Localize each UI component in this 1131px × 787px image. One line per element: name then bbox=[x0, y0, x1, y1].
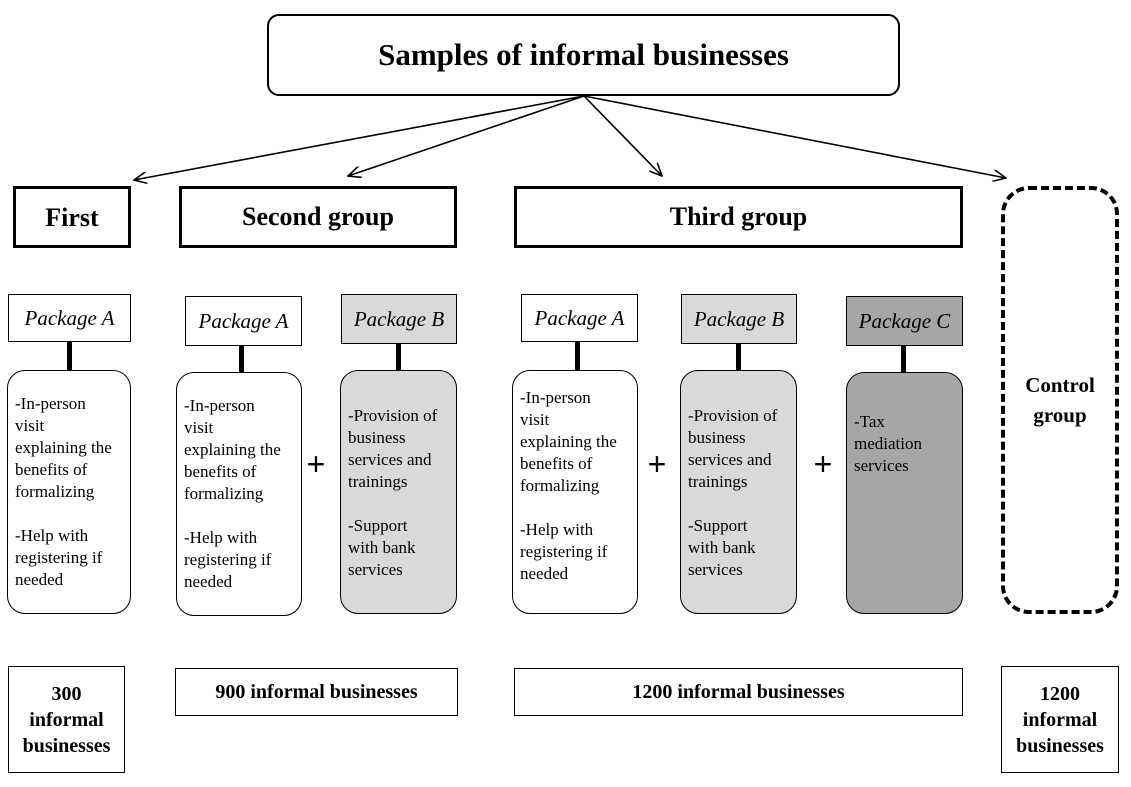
second-group-count: 900 informal businesses bbox=[175, 668, 458, 716]
package-b-item: -Provision of business services and trai… bbox=[348, 406, 438, 491]
package-a-item: -Help with registering if needed bbox=[15, 526, 103, 589]
second-group-package-a: Package A bbox=[185, 296, 302, 346]
diagram-title: Samples of informal businesses bbox=[267, 14, 900, 96]
third-group-connector-a bbox=[575, 342, 580, 372]
control-group-count: 1200 informal businesses bbox=[1001, 666, 1119, 773]
third-group-package-c-details: -Tax mediation services bbox=[846, 372, 963, 614]
third-group-package-a: Package A bbox=[521, 294, 638, 342]
third-group-header: Third group bbox=[514, 186, 963, 248]
second-group-package-a-details: -In-person visit explaining the benefits… bbox=[176, 372, 302, 616]
first-group-count: 300 informal businesses bbox=[8, 666, 125, 773]
second-group-plus: + bbox=[306, 446, 326, 482]
third-group-package-b: Package B bbox=[681, 294, 797, 344]
package-a-item: -In-person visit explaining the benefits… bbox=[520, 388, 617, 495]
package-a-item: -Help with registering if needed bbox=[184, 528, 272, 591]
third-group-connector-b bbox=[736, 344, 741, 372]
package-a-item: -Help with registering if needed bbox=[520, 520, 608, 583]
control-group: Control group bbox=[1001, 186, 1119, 614]
second-group-package-b: Package B bbox=[341, 294, 457, 344]
arrow-to-control-group bbox=[583, 95, 1006, 178]
package-a-item: -In-person visit explaining the benefits… bbox=[15, 394, 112, 501]
first-group-package-a: Package A bbox=[8, 294, 131, 342]
package-c-item: -Tax mediation services bbox=[854, 412, 922, 475]
first-group-connector bbox=[67, 342, 72, 372]
third-group-count: 1200 informal businesses bbox=[514, 668, 963, 716]
second-group-connector-a bbox=[239, 346, 244, 374]
third-group-package-b-details: -Provision of business services and trai… bbox=[680, 370, 797, 614]
second-group-header: Second group bbox=[179, 186, 457, 248]
arrow-to-third-group bbox=[583, 95, 662, 176]
third-group-connector-c bbox=[901, 346, 906, 372]
third-group-plus-1: + bbox=[647, 446, 667, 482]
second-group-package-b-details: -Provision of business services and trai… bbox=[340, 370, 457, 614]
first-group-package-a-details: -In-person visit explaining the benefits… bbox=[7, 370, 131, 614]
arrow-to-second-group bbox=[348, 95, 585, 176]
package-b-item: -Support with bank services bbox=[348, 516, 416, 579]
third-group-plus-2: + bbox=[813, 446, 833, 482]
first-group-header: First bbox=[13, 186, 131, 248]
third-group-package-c: Package C bbox=[846, 296, 963, 346]
third-group-package-a-details: -In-person visit explaining the benefits… bbox=[512, 370, 638, 614]
second-group-connector-b bbox=[396, 344, 401, 372]
package-a-item: -In-person visit explaining the benefits… bbox=[184, 396, 281, 503]
arrow-to-first-group bbox=[134, 95, 585, 180]
package-b-item: -Support with bank services bbox=[688, 516, 756, 579]
package-b-item: -Provision of business services and trai… bbox=[688, 406, 778, 491]
